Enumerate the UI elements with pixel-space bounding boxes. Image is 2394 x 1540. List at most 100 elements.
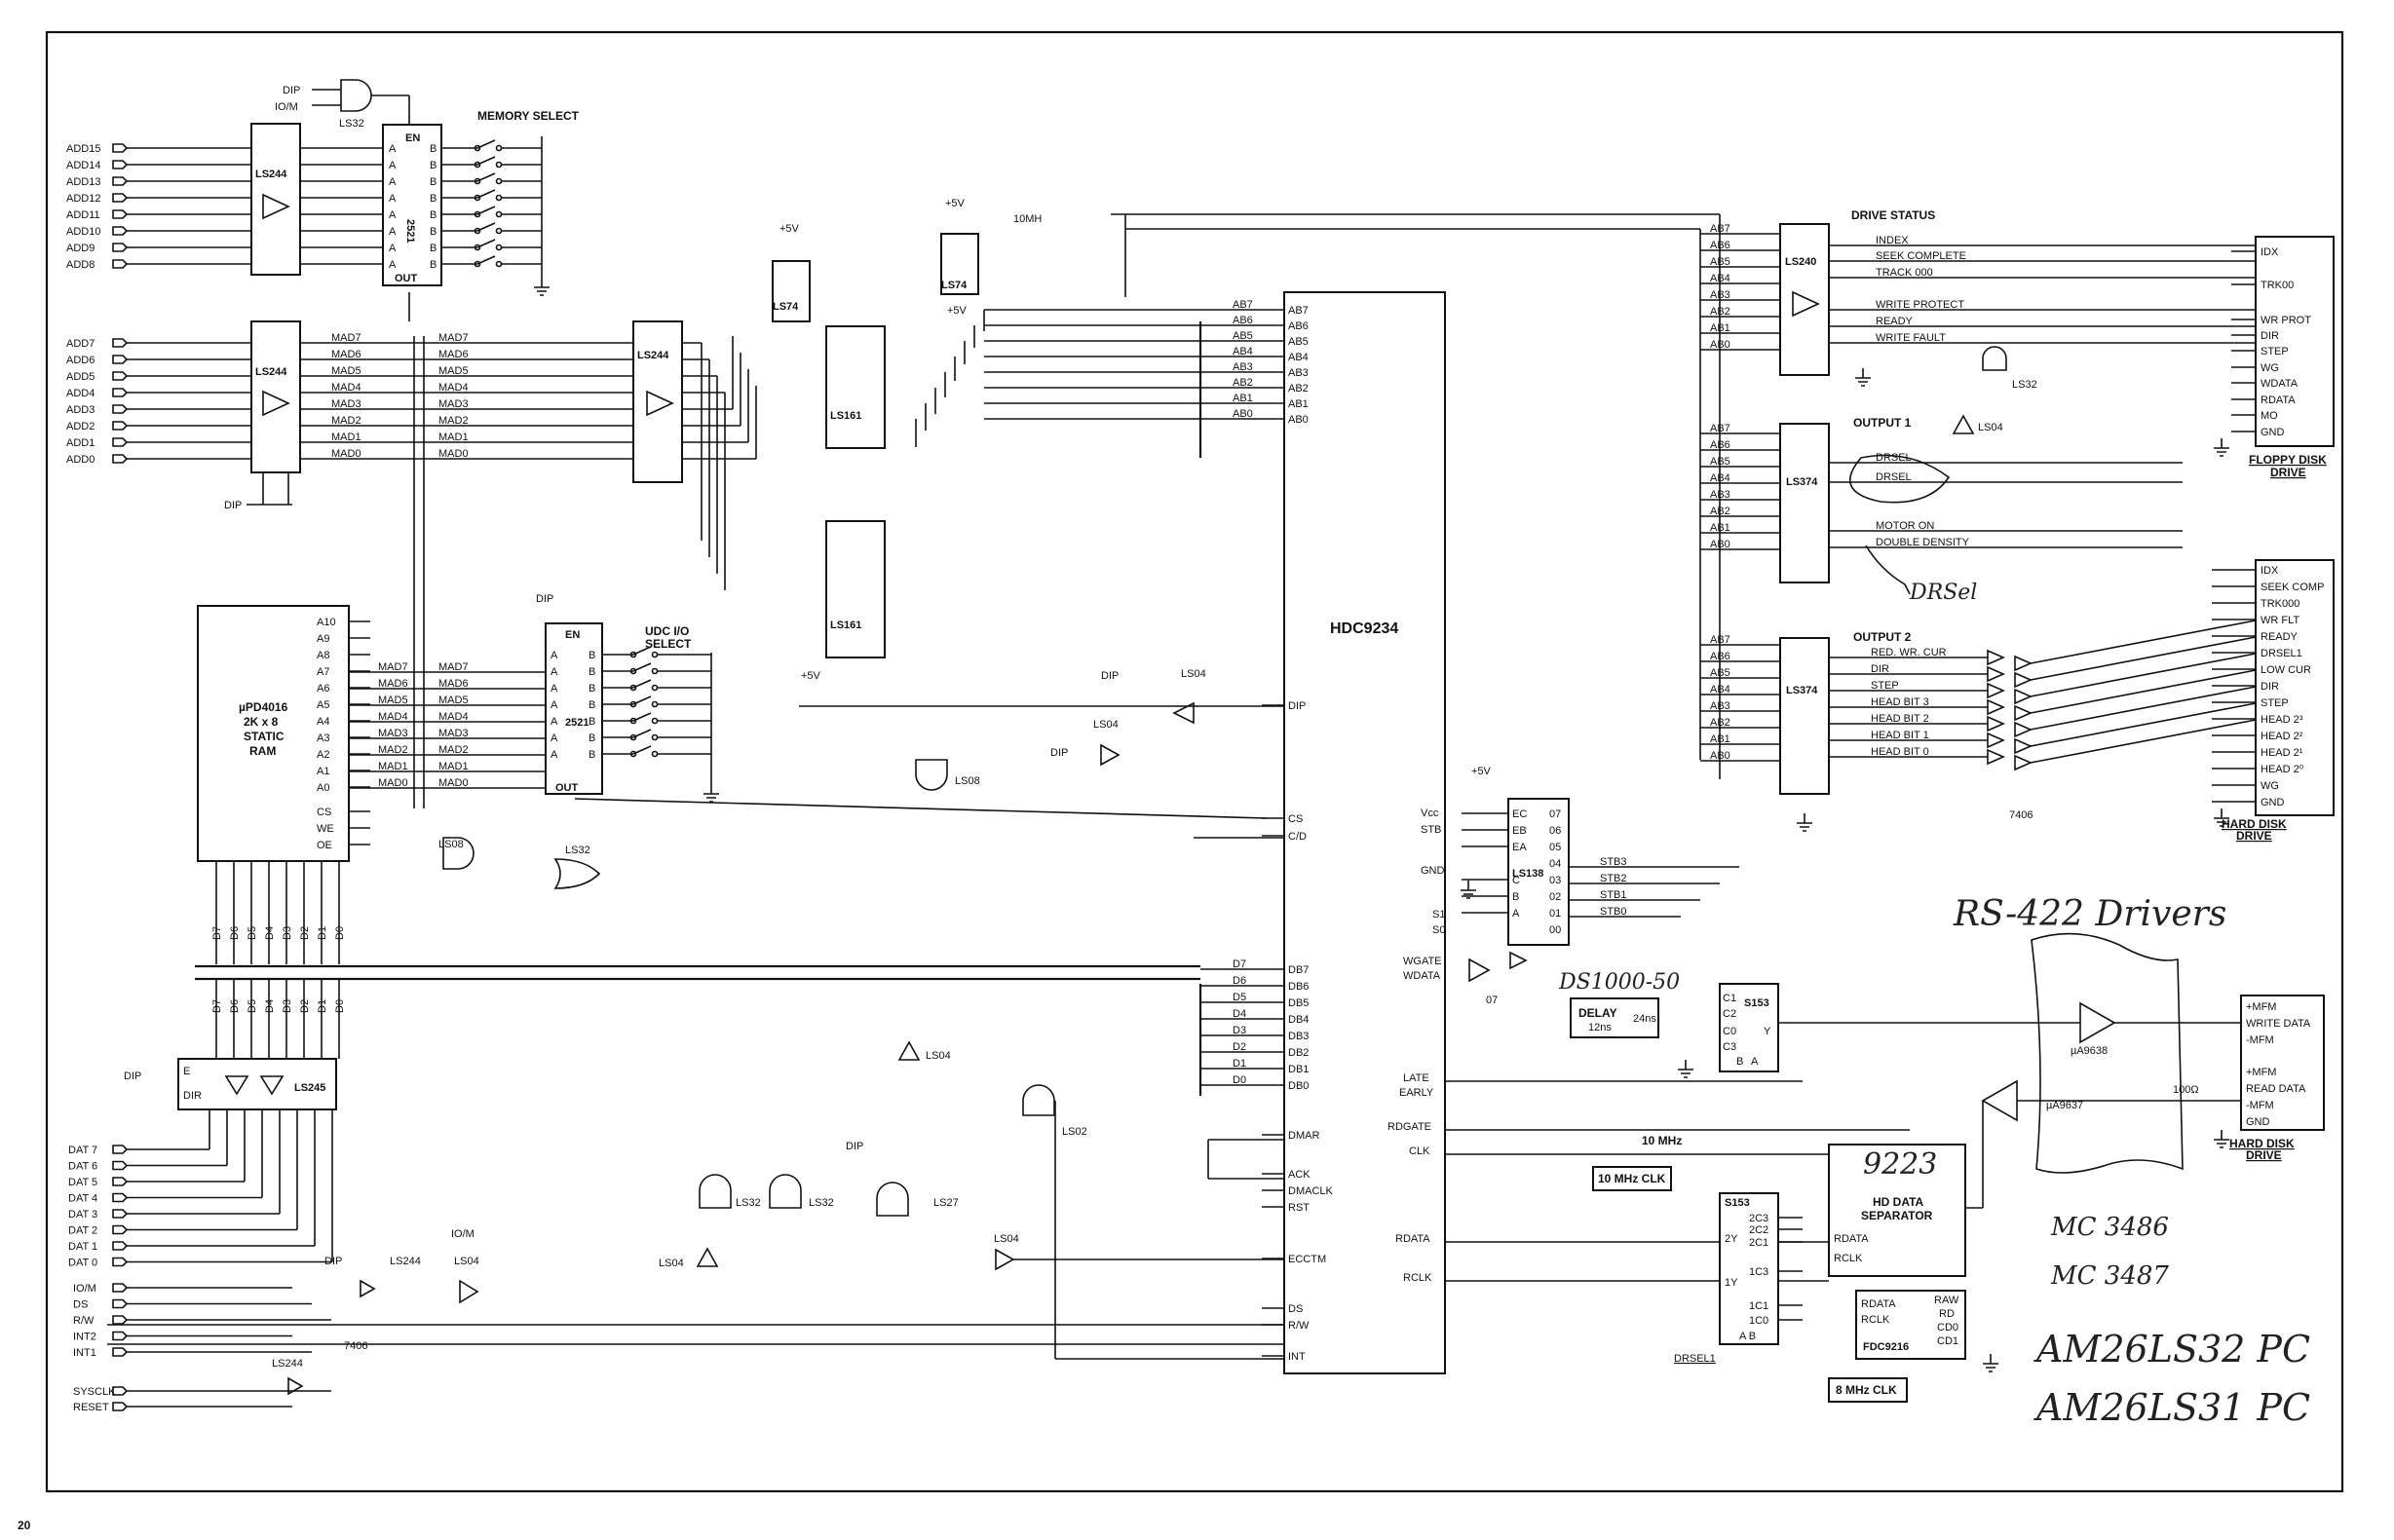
mad-label: MAD1 <box>331 432 361 443</box>
open-collector-driver-icon <box>1987 698 2005 716</box>
address-input-label: ADD6 <box>66 355 95 366</box>
connector-arrow-icon <box>112 143 129 153</box>
svg-text:C3: C3 <box>1723 1041 1736 1053</box>
ls244-b-label: LS244 <box>255 366 287 378</box>
mad-label: MAD7 <box>331 332 361 344</box>
ls138-pin-label: 00 <box>1549 924 1561 936</box>
open-collector-driver-icon <box>1987 715 2005 732</box>
drive-status-label: DRIVE STATUS <box>1851 208 1935 222</box>
switch-contact-icon <box>651 700 659 708</box>
pin-a-label: A <box>389 193 397 205</box>
ls161-chip-b <box>825 520 886 658</box>
b-to-a-icon <box>259 1075 285 1096</box>
svg-text:EN: EN <box>405 132 420 144</box>
wire <box>2030 719 2257 764</box>
drive-status-line-label: TRACK 000 <box>1876 267 1933 279</box>
svg-text:EN: EN <box>565 629 580 641</box>
rdata-label: RDATA <box>1395 1233 1430 1245</box>
s0-label: S0 <box>1432 924 1445 936</box>
hdc-pin-label: ECCTM <box>1288 1254 1326 1265</box>
hard-pin-label: HEAD 2⁰ <box>2261 764 2304 775</box>
switch-contact-icon <box>495 227 503 235</box>
pin-a-label: A <box>389 176 397 188</box>
hd-data-sep-2: SEPARATOR <box>1861 1209 1933 1222</box>
hard-title-2: DRIVE <box>2236 829 2272 843</box>
ls240-label: LS240 <box>1785 256 1816 268</box>
s153-chip-b <box>1719 1192 1779 1345</box>
pin-b-label: B <box>589 650 595 661</box>
pin-a-label: A <box>389 143 397 155</box>
address-input-label: ADD9 <box>66 243 95 254</box>
switch-contact-icon <box>495 210 503 218</box>
mad-label: MAD4 <box>331 382 361 394</box>
ram-data-pin-label: D3 <box>282 926 293 940</box>
hdc-pin-label: AB5 <box>1288 336 1309 348</box>
hdc-pin-label: DB2 <box>1288 1047 1309 1059</box>
ram-data-pin-label: D0 <box>334 926 346 940</box>
pin-a-label: A <box>551 716 558 728</box>
hard-disk-data-connector <box>2240 995 2325 1131</box>
hd-data-separator-chip <box>1828 1144 1966 1277</box>
ls08-label: LS08 <box>438 839 464 850</box>
handwritten-scribble <box>1849 454 1951 504</box>
stb-label: STB <box>1421 824 1441 836</box>
ls02-label: LS02 <box>1062 1126 1087 1138</box>
mad-label: MAD6 <box>438 678 469 690</box>
ram-data-pin-label: D4 <box>264 926 276 940</box>
connector-arrow-icon <box>112 1192 129 1203</box>
connector-arrow-icon <box>112 437 129 447</box>
ram-pin-label: A2 <box>317 749 329 761</box>
pin-a-label: A <box>389 209 397 221</box>
connector-arrow-icon <box>112 454 129 464</box>
wire <box>2030 702 2257 747</box>
hard-title-b1: HARD DISK <box>2229 1137 2295 1150</box>
ram-pin-label: A9 <box>317 633 329 645</box>
output2-line-label: DIR <box>1871 663 1889 675</box>
line-receiver-icon <box>1981 1079 2018 1122</box>
io-m-label: IO/M <box>275 101 298 113</box>
output1-line-label: DRSEL <box>1876 471 1912 483</box>
floppy-pin-label: RDATA <box>2261 394 2296 406</box>
floppy-pin-label: STEP <box>2261 346 2289 357</box>
switch-contact-icon <box>495 260 503 268</box>
switch-contact-icon <box>474 260 481 268</box>
ls04-b-label: LS04 <box>1181 668 1206 680</box>
ls7406-b-label: 7406 <box>2009 809 2033 821</box>
svg-text:RAW: RAW <box>1934 1295 1959 1306</box>
hdc9234-chip <box>1283 291 1446 1374</box>
dat-bus-label: DAT 4 <box>68 1193 97 1205</box>
dat-bus-label: DAT 3 <box>68 1209 97 1221</box>
clk-label: CLK <box>1409 1146 1430 1157</box>
ram-data-pin-label: D7 <box>211 926 223 940</box>
control-bus-label: IO/M <box>73 1283 96 1295</box>
address-input-label: ADD12 <box>66 193 100 205</box>
control-bus-label: INT1 <box>73 1347 96 1359</box>
ram-pin-label: A0 <box>317 782 329 794</box>
hdc9234-label: HDC9234 <box>1330 620 1398 637</box>
hard-pin-label: HEAD 2³ <box>2261 714 2303 726</box>
pin-b-label: B <box>430 226 437 238</box>
mad-label: MAD4 <box>378 711 408 723</box>
address-input-label: ADD3 <box>66 404 95 416</box>
pin-b-label: B <box>430 259 437 271</box>
hdc-pin-label: DB4 <box>1288 1014 1309 1026</box>
dip-label: DIP <box>124 1070 141 1082</box>
switch-contact-icon <box>474 144 481 152</box>
mad-label: MAD5 <box>438 365 469 377</box>
hard-pin-label: IDX <box>2261 565 2279 577</box>
pin-a-label: A <box>551 732 558 744</box>
db-bus-label: D0 <box>1233 1074 1246 1086</box>
address-input-label: ADD2 <box>66 421 95 432</box>
svg-text:RDATA: RDATA <box>1834 1233 1869 1245</box>
eight-mhz-clk-box <box>1828 1377 1908 1403</box>
ls138-pin-label: EC <box>1512 808 1527 820</box>
switch-contact-icon <box>629 667 637 675</box>
ls138-pin-label: EA <box>1512 842 1527 853</box>
floppy-pin-label: WR PROT <box>2261 315 2311 326</box>
output2-line-label: HEAD BIT 2 <box>1871 713 1929 725</box>
